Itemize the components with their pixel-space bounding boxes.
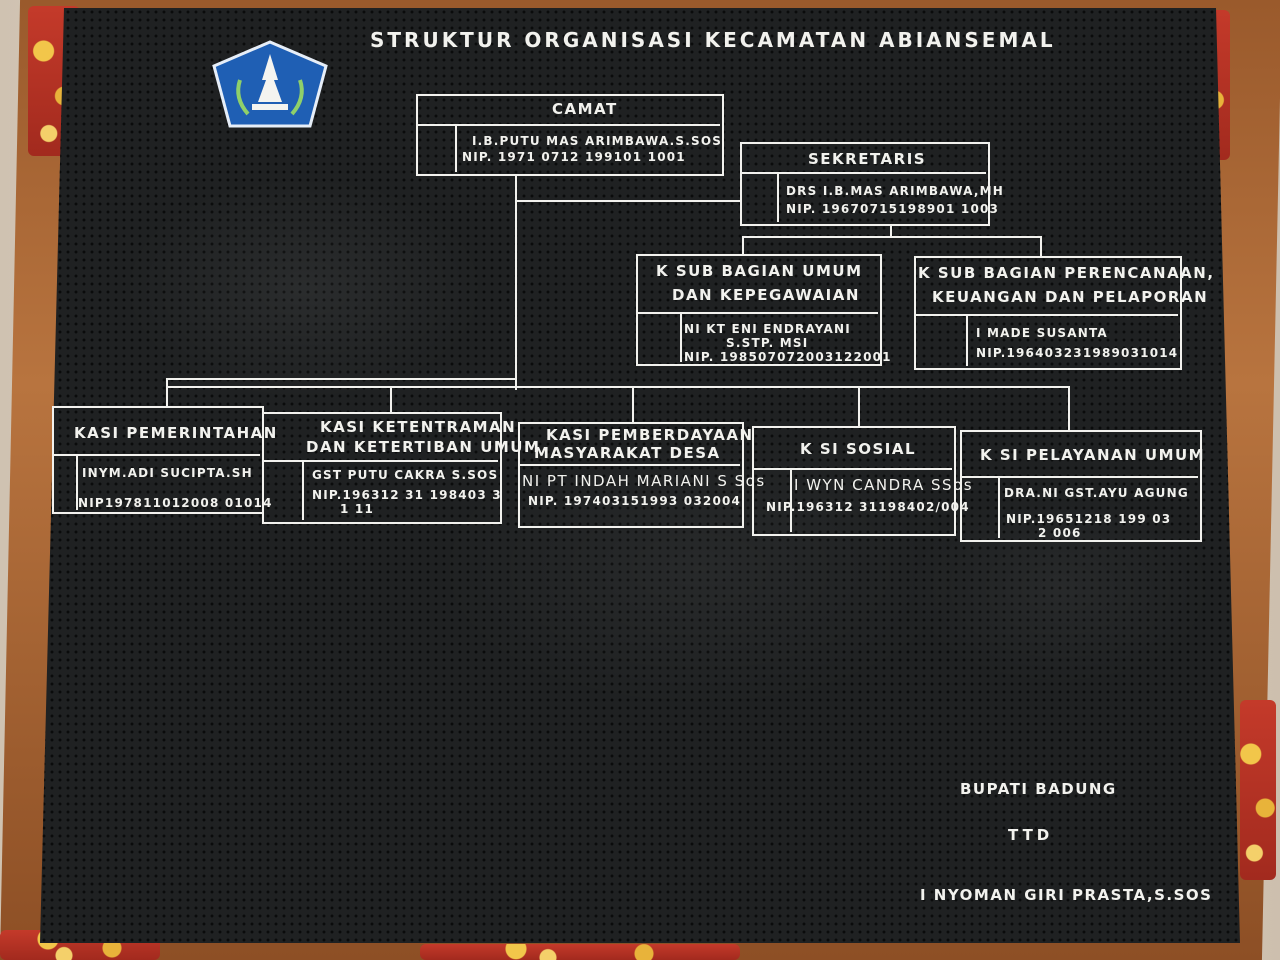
subbag-perencanaan-heading1: K SUB BAGIAN PERENCANAAN, [918, 264, 1215, 282]
kasi-ketentraman-nip2: 1 11 [340, 502, 375, 516]
camat-heading: CAMAT [552, 100, 618, 118]
kasi-sosial-name: I WYN CANDRA SSos [794, 476, 974, 494]
camat-name: I.B.PUTU MAS ARIMBAWA.S.SOS [472, 134, 723, 148]
kasi-pemberdayaan-name: NI PT INDAH MARIANI S Sos [522, 472, 766, 490]
kasi-pemberdayaan-heading2: MASYARAKAT DESA [534, 444, 721, 462]
kasi-pelayanan-box [960, 430, 1202, 542]
connector-camat-down [515, 174, 517, 390]
signature-line3: I NYOMAN GIRI PRASTA,S.SOS [920, 886, 1213, 904]
kasi-pemerintahan-name: INYM.ADI SUCIPTA.SH [82, 466, 253, 480]
ornament-right [1240, 700, 1276, 880]
subbag-umum-box [636, 254, 882, 366]
sekretaris-box [740, 142, 990, 226]
kasi-pelayanan-heading: K SI PELAYANAN UMUM [980, 446, 1206, 464]
camat-box [416, 94, 724, 176]
kasi-pemberdayaan-box [518, 422, 744, 528]
subbag-perencanaan-name: I MADE SUSANTA [976, 326, 1108, 340]
connector-kasi-left [166, 378, 516, 380]
connector-subbag-bar [742, 236, 1042, 238]
regency-emblem-icon [212, 40, 328, 128]
pegboard [40, 8, 1240, 943]
subbag-umum-name2: S.STP. MSI [726, 336, 809, 350]
kasi-pemberdayaan-heading1: KASI PEMBERDAYAAN [546, 426, 754, 444]
subbag-perencanaan-heading2: KEUANGAN DAN PELAPORAN [932, 288, 1209, 306]
kasi-sosial-box [752, 426, 956, 536]
subbag-umum-heading2: DAN KEPEGAWAIAN [672, 286, 860, 304]
subbag-umum-name1: NI KT ENI ENDRAYANI [684, 322, 851, 336]
chart-title: STRUKTUR ORGANISASI KECAMATAN ABIANSEMAL [370, 28, 1056, 52]
subbag-perencanaan-box [914, 256, 1182, 370]
connector-sekretaris-down [890, 224, 892, 238]
sekretaris-heading: SEKRETARIS [808, 150, 927, 168]
kasi-pemerintahan-nip: NIP197811012008 01014 [78, 496, 273, 510]
sekretaris-name: DRS I.B.MAS ARIMBAWA,MH [786, 184, 1004, 198]
kasi-ketentraman-box [262, 412, 502, 524]
connector-kasi-bar [166, 386, 1070, 388]
kasi-pelayanan-nip1: NIP.19651218 199 03 [1006, 512, 1172, 526]
subbag-umum-nip: NIP. 198507072003122001 [684, 350, 892, 364]
connector-camat-sekretaris [515, 200, 740, 202]
signature-line2: TTD [1008, 826, 1054, 844]
kasi-ketentraman-nip1: NIP.196312 31 198403 3 [312, 488, 502, 502]
subbag-perencanaan-nip: NIP.196403231989031014 [976, 346, 1179, 360]
sekretaris-nip: NIP. 19670715198901 1003 [786, 202, 1000, 216]
kasi-sosial-nip: NIP.196312 31198402/004 [766, 500, 970, 514]
kasi-ketentraman-heading1: KASI KETENTRAMAN [320, 418, 517, 436]
kasi-pemerintahan-heading: KASI PEMERINTAHAN [74, 424, 278, 442]
kasi-pelayanan-name: DRA.NI GST.AYU AGUNG [1004, 486, 1189, 500]
kasi-pemberdayaan-nip: NIP. 197403151993 032004 [528, 494, 742, 508]
kasi-pelayanan-nip2: 2 006 [1038, 526, 1082, 540]
signature-line1: BUPATI BADUNG [960, 780, 1117, 798]
kasi-ketentraman-name: GST PUTU CAKRA S.SOS [312, 468, 499, 482]
kasi-sosial-heading: K SI SOSIAL [800, 440, 917, 458]
subbag-umum-heading1: K SUB BAGIAN UMUM [656, 262, 863, 280]
kasi-ketentraman-heading2: DAN KETERTIBAN UMUM [306, 438, 541, 456]
ornament-bottom-center [420, 944, 740, 960]
camat-nip: NIP. 1971 0712 199101 1001 [462, 150, 686, 164]
